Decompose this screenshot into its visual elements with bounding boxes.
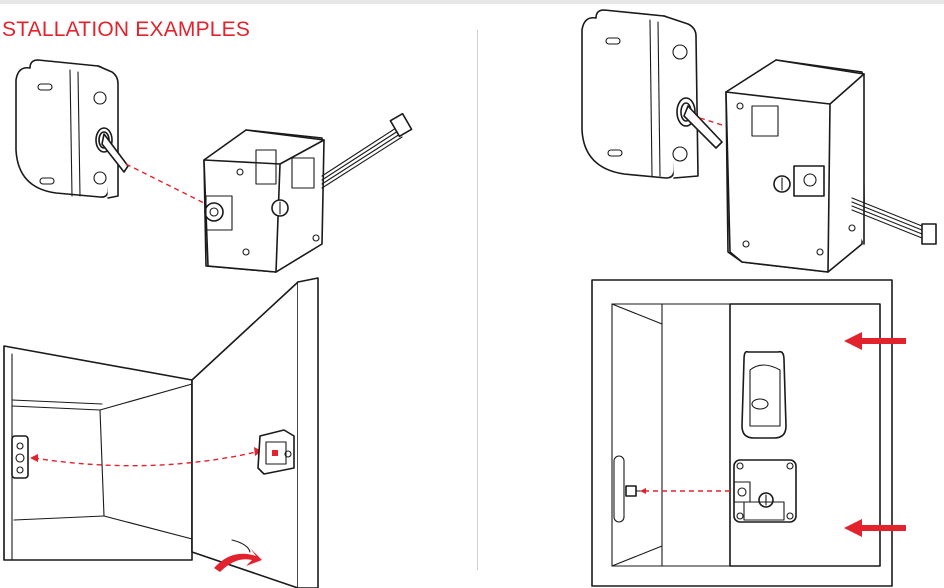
top-border [0,0,944,4]
cable-harness [851,197,937,245]
lock-exploded-view-right [581,9,937,273]
connector-plug [95,127,129,173]
push-arrow-top [844,332,906,350]
arrow-head-left [30,454,38,462]
section-title: STALLATION EXAMPLES [2,18,251,41]
column-divider [477,30,478,570]
cabinet-box [3,345,197,561]
lock-mounted-on-door [257,429,295,475]
door-swing-arrow [214,539,262,572]
push-arrow-bottom [844,519,906,537]
alignment-guide-line [125,163,207,205]
cabinet-installation-right [591,279,906,587]
strike-plate-and-guide [625,485,734,497]
arrow-head-right [254,447,262,456]
rfid-reader-module [581,9,699,179]
alignment-arc [33,451,257,467]
connector-plug [676,97,723,149]
push-arrows [844,332,906,537]
cabinet-installation-left [3,277,319,588]
lock-body [725,59,865,273]
cabinet-door [191,277,319,588]
lock-body [203,129,325,273]
lock-front [733,459,797,523]
lock-exploded-view-left [15,59,413,273]
rfid-reader-front [741,350,787,439]
cable-harness [321,112,413,189]
reader-mounted-on-side [11,435,29,479]
